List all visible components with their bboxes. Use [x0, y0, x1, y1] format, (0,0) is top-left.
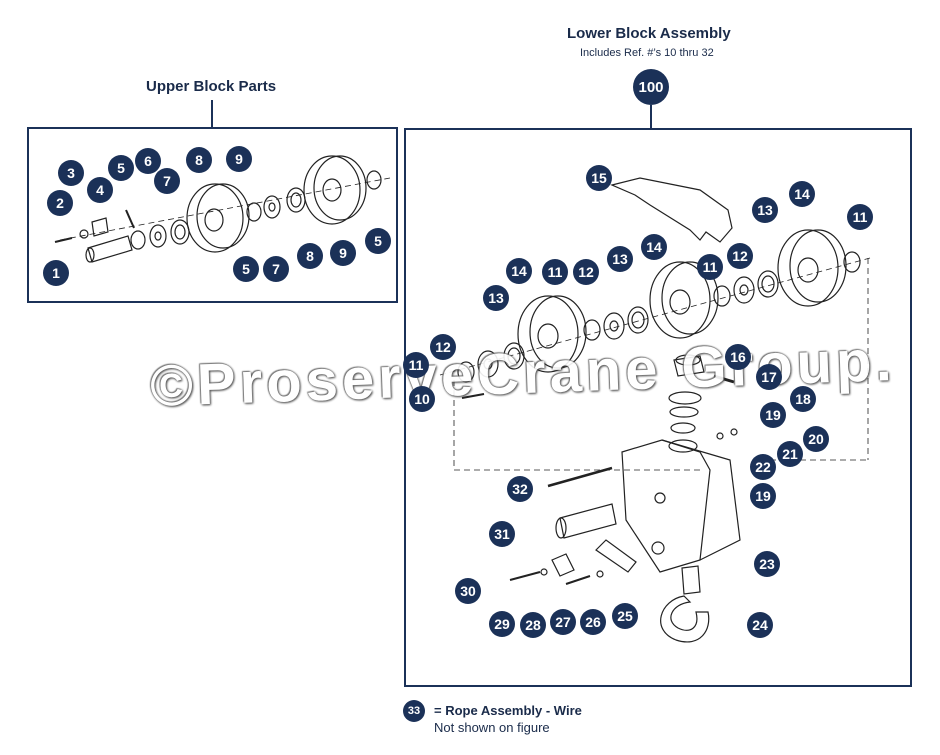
callout-27: 27: [550, 609, 576, 635]
lower-block-panel: [404, 128, 912, 687]
callout-11-mid-right: 11: [697, 254, 723, 280]
callout-25: 25: [612, 603, 638, 629]
callout-32: 32: [507, 476, 533, 502]
callout-29: 29: [489, 611, 515, 637]
callout-13-right: 13: [752, 197, 778, 223]
callout-11-left: 11: [403, 352, 429, 378]
callout-28: 28: [520, 612, 546, 638]
callout-11-mid: 11: [542, 259, 568, 285]
upper-connector: [211, 100, 213, 128]
callout-12-left: 12: [430, 334, 456, 360]
callout-5-mid: 5: [233, 256, 259, 282]
callout-3: 3: [58, 160, 84, 186]
callout-11-right: 11: [847, 204, 873, 230]
callout-1: 1: [43, 260, 69, 286]
callout-7-bottom: 7: [263, 256, 289, 282]
callout-17: 17: [756, 364, 782, 390]
callout-19-bottom: 19: [750, 483, 776, 509]
callout-9-top: 9: [226, 146, 252, 172]
upper-block-title: Upper Block Parts: [146, 78, 277, 95]
callout-13-left: 13: [483, 285, 509, 311]
callout-19-top: 19: [760, 402, 786, 428]
assembly-number-badge: 100: [633, 69, 669, 105]
legend-label: = Rope Assembly - Wire: [434, 703, 582, 718]
callout-9-bottom: 9: [330, 240, 356, 266]
callout-21: 21: [777, 441, 803, 467]
callout-30: 30: [455, 578, 481, 604]
lower-connector: [650, 105, 652, 129]
callout-10: 10: [409, 386, 435, 412]
upper-block-panel: [27, 127, 398, 303]
callout-12-right: 12: [727, 243, 753, 269]
callout-4: 4: [87, 177, 113, 203]
callout-26: 26: [580, 609, 606, 635]
callout-6: 6: [135, 148, 161, 174]
callout-14-mid: 14: [641, 234, 667, 260]
callout-31: 31: [489, 521, 515, 547]
legend-number-badge: 33: [403, 700, 425, 722]
callout-15: 15: [586, 165, 612, 191]
callout-20: 20: [803, 426, 829, 452]
callout-22: 22: [750, 454, 776, 480]
callout-12-mid: 12: [573, 259, 599, 285]
callout-14-left: 14: [506, 258, 532, 284]
callout-18: 18: [790, 386, 816, 412]
callout-5-right: 5: [365, 228, 391, 254]
callout-8-top: 8: [186, 147, 212, 173]
callout-14-right: 14: [789, 181, 815, 207]
callout-13-mid: 13: [607, 246, 633, 272]
legend-note: Not shown on figure: [434, 720, 550, 735]
callout-23: 23: [754, 551, 780, 577]
lower-block-title: Lower Block Assembly: [567, 25, 731, 42]
callout-8-bottom: 8: [297, 243, 323, 269]
callout-24: 24: [747, 612, 773, 638]
lower-block-subtitle: Includes Ref. #’s 10 thru 32: [580, 47, 714, 59]
callout-16: 16: [725, 344, 751, 370]
callout-7-top: 7: [154, 168, 180, 194]
callout-5-top: 5: [108, 155, 134, 181]
callout-2: 2: [47, 190, 73, 216]
